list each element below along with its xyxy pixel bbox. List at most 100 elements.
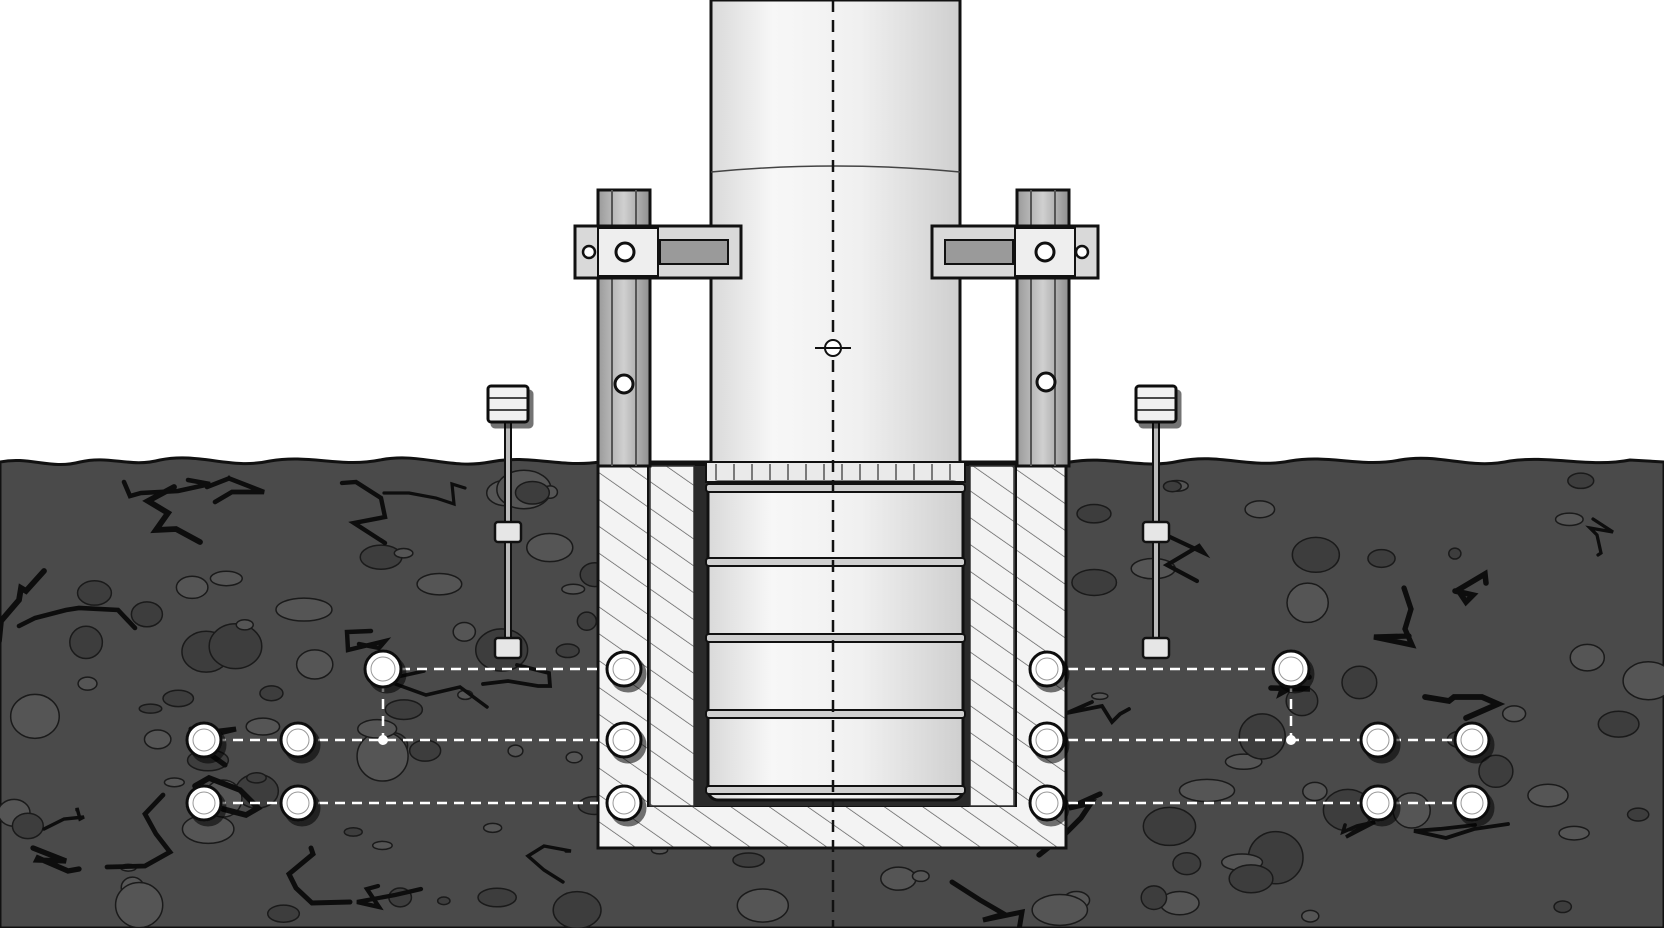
soil-blotch — [507, 744, 524, 758]
soil-blotch — [208, 623, 263, 670]
sensor-node-icon — [1453, 784, 1491, 822]
sensor-measurement-lines — [216, 667, 1465, 805]
soil-blotch — [436, 896, 451, 906]
soil-crack — [30, 845, 82, 874]
soil-blotch — [1140, 885, 1168, 911]
soil-blotch — [1597, 710, 1640, 738]
bolt-icon — [1035, 371, 1057, 393]
soil-blotch — [1076, 503, 1112, 524]
gauge-anchor-icon — [493, 636, 523, 660]
soil-blotch — [245, 717, 281, 736]
soil-crack — [1413, 822, 1510, 841]
soil-blotch — [1031, 893, 1089, 927]
soil-blotch — [1228, 864, 1274, 894]
soil-crack — [1585, 517, 1614, 557]
reinforcement-ring — [705, 785, 966, 795]
soil-blotch — [1244, 500, 1276, 519]
soil-blotch — [1238, 713, 1286, 760]
soil-blotch — [565, 751, 583, 764]
soil-blotch — [1367, 548, 1396, 569]
soil-crack — [42, 807, 85, 831]
soil-blotch — [482, 822, 503, 834]
soil-blotch — [1554, 512, 1584, 527]
soil-crack — [1340, 820, 1376, 839]
soil-blotch — [732, 852, 766, 868]
soil-crack — [1452, 569, 1489, 607]
soil-blotch — [359, 544, 403, 570]
soil-blotch — [295, 649, 334, 680]
soil-blotch — [1300, 909, 1320, 923]
soil-blotch — [1172, 851, 1202, 876]
bolt-icon — [1034, 241, 1056, 263]
sensor-node-icon — [363, 649, 403, 689]
soil-blotch — [1142, 806, 1197, 847]
soil-blotch — [1286, 582, 1329, 624]
pile-reinforcement-rings — [705, 483, 966, 795]
soil-blotch — [477, 887, 517, 908]
soil-blotch — [1569, 643, 1606, 672]
soil-blotch — [384, 699, 424, 721]
sensor-node-icon — [605, 784, 643, 822]
soil-crack — [949, 879, 1026, 928]
soil-crack — [344, 628, 392, 653]
sensor-node-icon — [1453, 721, 1491, 759]
pile-column — [705, 0, 966, 928]
soil-blotch — [130, 601, 164, 628]
soil-blotch — [736, 888, 790, 923]
bolt-icon — [581, 244, 597, 260]
soil-sensor-array — [185, 649, 1491, 822]
soil-crack — [1373, 585, 1417, 649]
sensor-node-icon — [605, 650, 643, 688]
soil-blotch — [138, 703, 163, 714]
bolt-icon — [614, 241, 636, 263]
soil-blotch — [1178, 778, 1236, 803]
soil-blotch — [1501, 705, 1527, 723]
soil-blotch — [266, 904, 301, 923]
soil-blotch — [162, 689, 195, 708]
soil-blotch — [393, 547, 414, 559]
settlement-gauge-right — [1134, 384, 1178, 660]
soil-blotch — [1071, 568, 1118, 597]
gauge-head-icon — [1134, 384, 1178, 424]
soil-crack — [382, 481, 467, 507]
soil-blotch — [576, 611, 598, 632]
settlement-gauge-left — [486, 384, 530, 660]
soil-blotch — [245, 772, 267, 784]
gauge-anchor-icon — [1141, 636, 1171, 660]
sensor-node-icon — [1359, 721, 1397, 759]
sensor-node-icon — [1028, 650, 1066, 688]
soil-blotch — [1392, 792, 1431, 829]
soil-blotch — [209, 570, 243, 587]
soil-blotch — [1162, 480, 1182, 493]
soil-crack — [339, 479, 388, 546]
sensor-node-icon — [185, 784, 223, 822]
soil-blotch — [1478, 754, 1514, 789]
soil-blotch — [514, 480, 551, 505]
soil-blotch — [143, 729, 172, 750]
soil-crack — [204, 475, 265, 505]
bolt-icon — [613, 373, 635, 395]
soil-blotch — [1527, 783, 1569, 808]
pile-collar-ticks — [715, 464, 951, 480]
soil-blotch — [1302, 781, 1328, 802]
soil-crack — [285, 845, 353, 906]
soil-blotch — [69, 625, 104, 660]
sensor-node-icon — [1359, 784, 1397, 822]
soil-crack — [0, 568, 47, 644]
sensor-node-icon — [279, 784, 317, 822]
sensor-node-icon — [1028, 721, 1066, 759]
soil-crack — [16, 605, 138, 631]
soil-blotch — [357, 718, 398, 739]
soil-blotch — [1341, 665, 1378, 700]
guide-frame-left — [573, 188, 743, 468]
soil-crack — [1422, 694, 1506, 721]
sensor-node-icon — [1028, 784, 1066, 822]
soil-crack — [1066, 700, 1131, 726]
soil-blotch — [408, 739, 442, 762]
reinforcement-ring — [705, 709, 966, 719]
soil-crack — [104, 792, 174, 870]
soil-blotch — [416, 572, 463, 596]
reinforcement-ring — [705, 633, 966, 643]
